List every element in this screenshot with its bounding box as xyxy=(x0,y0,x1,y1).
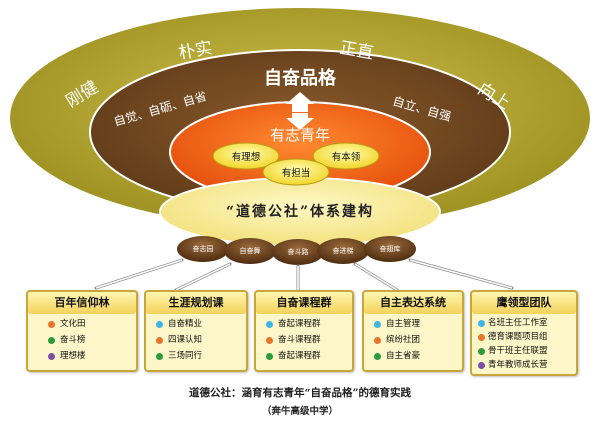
bullet-icon xyxy=(374,353,381,360)
category-item: 奋斗榜 xyxy=(60,335,86,345)
bullet-icon xyxy=(48,353,55,360)
category-box-5: 鹰领型团队 名班主任工作室 德育课题项目组 骨干班主任联盟 青年教师成长营 xyxy=(470,290,578,376)
bullet-icon xyxy=(156,353,163,360)
node-label-3: 奋斗路 xyxy=(287,248,309,256)
system-nodes xyxy=(177,236,416,265)
bullet-icon xyxy=(156,321,163,328)
category-item: 三场同行 xyxy=(168,351,203,361)
category-box-3: 自奋课程群 奋起课程群 奋斗课程群 奋起课程群 xyxy=(254,290,354,372)
bullet-icon xyxy=(48,337,55,344)
category-item: 文化田 xyxy=(60,319,86,329)
oval-label-2: 有本领 xyxy=(331,152,361,163)
category-item: 四课认知 xyxy=(168,335,203,345)
node-label-2: 自奋舞 xyxy=(239,247,261,255)
caption-line-1: 道德公社：涵育有志青年“自奋品格”的德育实践 xyxy=(188,387,412,399)
bullet-icon xyxy=(266,321,273,328)
category-item: 骨干班主任联盟 xyxy=(488,346,548,356)
category-item: 德育课题项目组 xyxy=(488,332,548,342)
category-item: 理想楼 xyxy=(60,351,86,361)
category-box-4: 自主表达系统 自主管理 缤纷社团 自主省豪 xyxy=(362,290,464,372)
bullet-icon xyxy=(266,353,273,360)
category-title: 鹰领型团队 xyxy=(472,292,576,314)
bullet-icon xyxy=(478,334,485,341)
category-box-2: 生涯规划课 自奋精业 四课认知 三场同行 xyxy=(144,290,248,372)
bullet-icon xyxy=(478,362,485,369)
category-item: 奋起课程群 xyxy=(278,351,321,361)
category-title: 百年信仰林 xyxy=(28,292,136,314)
caption-line-2: （奔牛高级中学） xyxy=(261,406,338,417)
bullet-icon xyxy=(266,337,273,344)
oval-label-1: 有理想 xyxy=(231,152,261,163)
oval-label-3: 有担当 xyxy=(281,168,311,179)
node-label-4: 奋进梯 xyxy=(332,247,354,255)
middle-title: 自奋品格 xyxy=(264,68,336,89)
bullet-icon xyxy=(374,321,381,328)
category-title: 生涯规划课 xyxy=(146,292,246,314)
bullet-icon xyxy=(374,337,381,344)
category-item: 自主省豪 xyxy=(386,351,421,361)
node-label-5: 奋翅库 xyxy=(379,245,401,253)
category-title: 自奋课程群 xyxy=(256,292,352,314)
system-title: “道德公社”体系建构 xyxy=(225,204,375,220)
category-title: 自主表达系统 xyxy=(364,292,462,314)
bullet-icon xyxy=(48,321,55,328)
category-item: 自主管理 xyxy=(386,319,421,329)
bullet-icon xyxy=(478,320,485,327)
category-item: 缤纷社团 xyxy=(386,335,421,345)
category-item: 奋斗课程群 xyxy=(278,335,321,345)
category-box-1: 百年信仰林 文化田 奋斗榜 理想楼 xyxy=(26,290,138,372)
inner-title: 有志青年 xyxy=(269,126,330,144)
category-item: 自奋精业 xyxy=(168,319,203,329)
node-label-1: 奋志园 xyxy=(192,245,214,253)
category-item: 奋起课程群 xyxy=(278,319,321,329)
category-item: 名班主任工作室 xyxy=(488,318,548,328)
bullet-icon xyxy=(478,348,485,355)
category-item: 青年教师成长营 xyxy=(488,360,548,370)
bullet-icon xyxy=(156,337,163,344)
